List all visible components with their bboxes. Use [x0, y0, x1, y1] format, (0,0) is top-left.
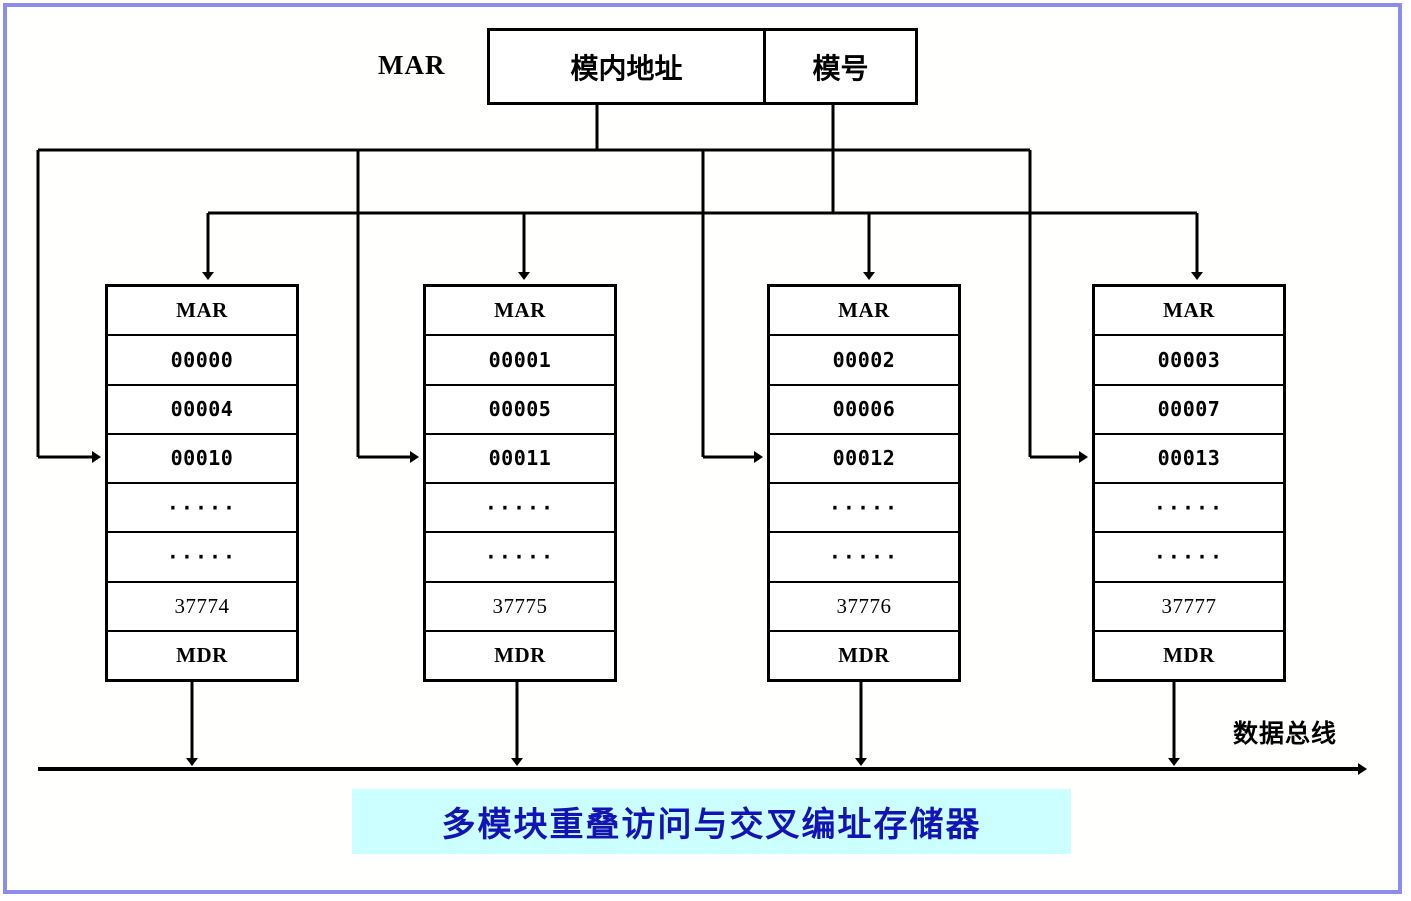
module-3-mdr-cell: MDR [838, 642, 890, 667]
module-3-address-0: 00002 [770, 336, 958, 386]
memory-module-4: MAR 00003 00007 00013 ····· ····· 37777 … [1092, 284, 1286, 682]
module-4-address-2: 00013 [1095, 435, 1283, 484]
module-1-mar-cell: MAR [108, 287, 296, 337]
module-3-last-address: 37776 [770, 583, 958, 632]
module-3-address-1: 00006 [770, 386, 958, 435]
module-1-address-1: 00004 [108, 386, 296, 435]
module-2-ellipsis-1: ····· [426, 533, 614, 583]
memory-module-1: MAR 00000 00004 00010 ····· ····· 37774 … [105, 284, 299, 682]
mar-register-box: 模内地址 模号 [487, 28, 918, 105]
diagram-caption: 多模块重叠访问与交叉编址存储器 [352, 789, 1071, 854]
module-2-address-2: 00011 [426, 435, 614, 484]
mar-register-label: MAR [378, 50, 446, 80]
module-1-last-address: 37774 [108, 583, 296, 632]
module-2-last-address: 37775 [426, 583, 614, 632]
memory-module-3: MAR 00002 00006 00012 ····· ····· 37776 … [767, 284, 961, 682]
module-1-ellipsis-0: ····· [108, 484, 296, 534]
module-1-address-0: 00000 [108, 336, 296, 386]
module-2-ellipsis-0: ····· [426, 484, 614, 534]
module-4-mdr-cell: MDR [1163, 642, 1215, 667]
module-3-ellipsis-0: ····· [770, 484, 958, 534]
module-1-ellipsis-1: ····· [108, 533, 296, 583]
module-2-mdr-cell: MDR [494, 642, 546, 667]
module-1-mdr-cell: MDR [176, 642, 228, 667]
module-2-address-0: 00001 [426, 336, 614, 386]
module-4-address-1: 00007 [1095, 386, 1283, 435]
module-2-address-1: 00005 [426, 386, 614, 435]
mar-field-in-module-address: 模内地址 [490, 31, 767, 102]
data-bus-label: 数据总线 [1233, 719, 1338, 748]
memory-module-2: MAR 00001 00005 00011 ····· ····· 37775 … [423, 284, 617, 682]
module-3-ellipsis-1: ····· [770, 533, 958, 583]
module-4-address-0: 00003 [1095, 336, 1283, 386]
module-4-ellipsis-1: ····· [1095, 533, 1283, 583]
mar-field-module-number: 模号 [812, 51, 869, 85]
diagram-caption-text: 多模块重叠访问与交叉编址存储器 [441, 805, 982, 845]
module-2-mar-cell: MAR [426, 287, 614, 337]
module-3-address-2: 00012 [770, 435, 958, 484]
module-1-address-2: 00010 [108, 435, 296, 484]
module-4-last-address: 37777 [1095, 583, 1283, 632]
module-3-mar-cell: MAR [770, 287, 958, 337]
module-4-mar-cell: MAR [1095, 287, 1283, 337]
module-4-ellipsis-0: ····· [1095, 484, 1283, 534]
